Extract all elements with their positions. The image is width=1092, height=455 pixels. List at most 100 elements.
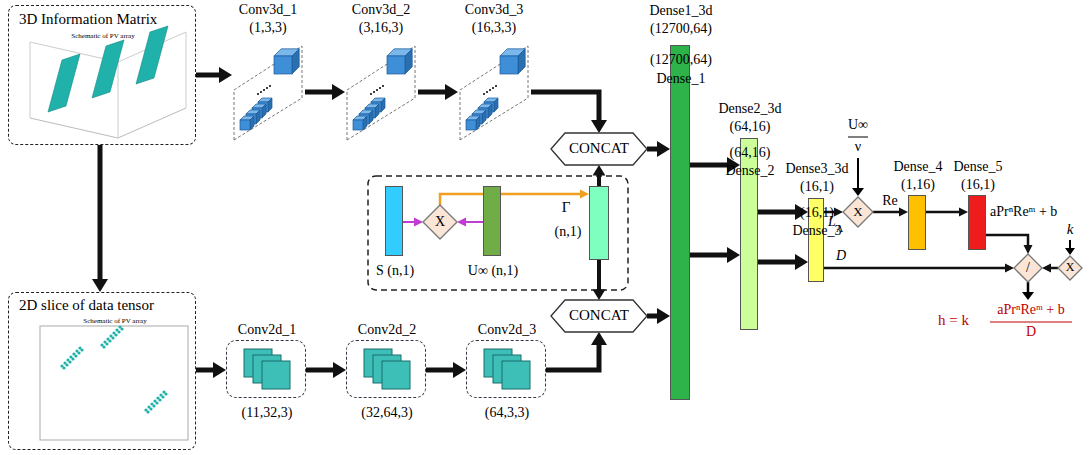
connector-line	[418, 90, 448, 95]
conv3d-layer: Conv3d_3(16,3,3)	[458, 42, 531, 142]
subscript: Λ	[836, 223, 843, 235]
flow-arrow	[531, 92, 607, 133]
node-label: (16,1)	[961, 177, 995, 193]
arrow-head	[852, 188, 864, 196]
arrow-head	[593, 290, 606, 300]
formula-denominator: D	[1026, 324, 1036, 340]
pv-dot	[71, 357, 74, 360]
pv-dot	[102, 345, 105, 348]
dense-layer: Dense_4(1,16)	[908, 195, 926, 250]
input-panel: 3D Information MatrixSchematic of PV arr…	[8, 5, 196, 145]
ellipsis-dot	[376, 89, 378, 91]
pv-panel	[92, 40, 124, 98]
node-label: CONCAT	[569, 307, 629, 324]
node-label: CONCAT	[569, 140, 629, 157]
node-label: X	[1066, 261, 1075, 275]
arrow-head	[453, 362, 466, 378]
cube-face	[488, 104, 492, 118]
edge-label: D	[836, 248, 846, 264]
node-label: Schematic of PV array	[83, 317, 146, 325]
flow-arrow	[647, 308, 670, 324]
ellipsis-dot	[260, 91, 262, 93]
cube-face	[292, 49, 299, 74]
ellipsis-dot	[486, 91, 488, 93]
node-label: (12700,64)	[650, 21, 712, 37]
node-label: 2D slice of data tensor	[19, 297, 154, 314]
connector-line	[690, 253, 730, 258]
flow-arrow	[986, 235, 1033, 254]
connector-line	[824, 267, 1007, 270]
flow-arrow	[546, 332, 607, 370]
pv-dot	[62, 366, 65, 369]
shape-outline	[551, 300, 647, 332]
pv-dot	[117, 330, 120, 333]
node-label: U∞ (n,1)	[468, 263, 518, 279]
flow-arrow	[926, 208, 968, 217]
cube-icon	[387, 49, 412, 74]
connector-line	[196, 73, 222, 78]
velocity-symbol: U∞	[848, 117, 868, 133]
plot-axis	[30, 108, 186, 138]
flow-arrow	[92, 145, 108, 292]
node-label: S (n,1)	[376, 263, 414, 279]
node-label: Dense3_3d	[786, 161, 849, 177]
node-label: Conv2d_3	[478, 322, 536, 338]
arrow-head	[219, 67, 232, 83]
connector-line	[440, 194, 582, 205]
cube-face	[240, 120, 250, 130]
node-label: Dense1_3d	[650, 3, 713, 19]
pv-dot	[68, 360, 71, 363]
shape-outline	[1058, 256, 1082, 280]
concat-block: CONCAT	[551, 133, 647, 165]
arrow-head	[445, 84, 458, 100]
input-vector: U∞ (n,1)	[483, 186, 501, 256]
node-label: Dense_1	[657, 71, 706, 87]
pv-dot	[146, 410, 149, 413]
node-label: 3D Information Matrix	[19, 11, 157, 28]
arrow-line	[1027, 282, 1030, 292]
connector-line	[426, 368, 456, 373]
shape-outline	[551, 133, 647, 165]
ellipsis-dot	[263, 89, 265, 91]
node-label: (64,16)	[730, 145, 771, 161]
arrow-head	[1065, 248, 1075, 255]
arrow-head	[457, 218, 466, 227]
node-label: Conv3d_1	[239, 2, 297, 18]
viscosity-symbol: ν	[855, 139, 861, 155]
connector-line	[305, 90, 335, 95]
connector-line	[758, 210, 798, 215]
flow-arrow	[305, 84, 345, 100]
arrow-head	[1042, 264, 1051, 273]
length-symbol: L	[828, 214, 836, 230]
feature-map	[262, 361, 290, 389]
pv-dot	[77, 351, 80, 354]
node-label: Schematic of PV array	[71, 32, 134, 40]
arrow-head	[92, 279, 108, 292]
formula-text: h = k	[938, 312, 969, 329]
dense-layer: Dense3_3d(16,1)(16,1)Dense_3	[808, 198, 824, 282]
edge-label: Re	[882, 193, 898, 209]
arrow-head	[657, 308, 670, 324]
node-label: Conv3d_3	[465, 2, 523, 18]
cube-icon	[353, 116, 367, 130]
cube-face	[518, 49, 525, 74]
ellipsis-dot	[266, 87, 268, 89]
arrow-head	[1022, 292, 1034, 300]
conv-layer-icons	[234, 46, 530, 389]
ellipsis-dot	[483, 93, 485, 95]
flow-arrow	[593, 165, 606, 186]
arrow-head	[1005, 264, 1014, 273]
cube-face	[256, 110, 260, 124]
flow-arrow	[426, 362, 466, 378]
flow-arrow	[1042, 264, 1058, 273]
node-label: Dense2_3d	[719, 101, 782, 117]
pv-dot	[164, 392, 167, 395]
connector-line	[306, 368, 336, 373]
connector-line	[986, 235, 1028, 247]
node-label: Conv2d_1	[238, 322, 296, 338]
shape-outline	[423, 205, 457, 239]
node-label: (64,16)	[730, 119, 771, 135]
flow-arrow	[647, 141, 670, 157]
